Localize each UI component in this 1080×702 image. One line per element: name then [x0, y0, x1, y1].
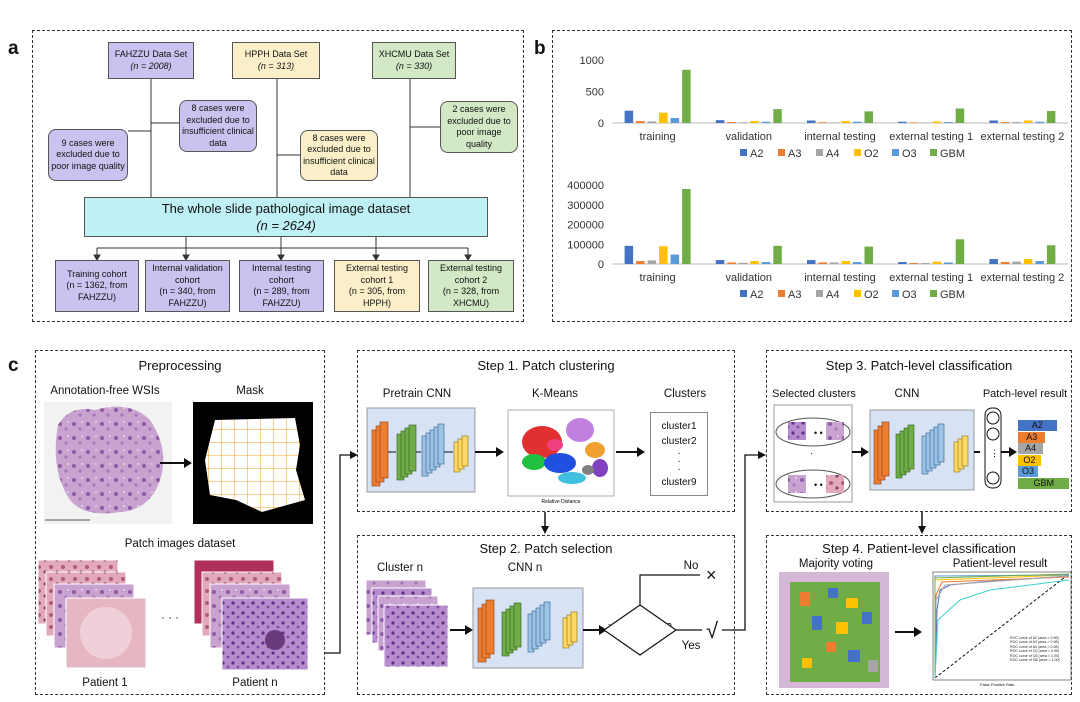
- panel-a-frame: [32, 30, 524, 322]
- cohort-line: Internal validation cohort: [152, 263, 223, 285]
- source-count: (n = 313): [257, 60, 295, 71]
- patch-result-bar: GBM: [1018, 477, 1070, 489]
- panel-b-frame: [552, 30, 1072, 322]
- step2-frame: [357, 535, 735, 695]
- panel-c-label: c: [8, 355, 19, 376]
- exclusion-text: 2 cases were excluded due to poor image …: [447, 104, 511, 149]
- patient-1-label: Patient 1: [82, 677, 128, 689]
- cohort-box-internal-validation: Internal validation cohort (n = 340, fro…: [145, 260, 230, 312]
- exclusion-text: 9 cases were excluded due to poor image …: [51, 137, 125, 171]
- roc-legend-item: ROC curve of GB (area = 1.00): [1010, 658, 1060, 663]
- cluster-item: cluster1: [661, 421, 697, 432]
- patch-result-label: Patch-level result: [982, 388, 1068, 400]
- cohort-line: FAHZZU): [78, 291, 116, 302]
- step4-title: Step 4. Patient-level classification: [822, 541, 1016, 556]
- cnn-n-label: CNN n: [507, 562, 543, 574]
- cohort-box-external-testing-1: External testing cohort 1 (n = 305, from…: [334, 260, 420, 312]
- step2-title: Step 2. Patch selection: [479, 541, 613, 556]
- main-dataset-count: (n = 2624): [256, 218, 316, 233]
- decision-yes-label: Yes: [681, 640, 701, 652]
- roc-legend-item: ROC curve of O2 (area = 0.99): [1010, 649, 1060, 654]
- cluster-n-label: Cluster n: [376, 562, 424, 574]
- source-name: FAHZZU Data Set: [114, 49, 188, 59]
- patch-result-bar: O2: [1018, 454, 1041, 466]
- exclusion-box-2: 8 cases were excluded due to insufficien…: [179, 100, 257, 152]
- cohort-line: (n = 340, from: [159, 286, 216, 296]
- reject-mark: ×: [706, 565, 717, 585]
- roc-legend: ROC curve of A2 (area = 0.96)ROC curve o…: [1010, 636, 1060, 662]
- cohort-line: External testing cohort 2: [439, 263, 503, 285]
- panel-a-label: a: [8, 38, 19, 59]
- patch-result-bar: O3: [1018, 466, 1039, 477]
- main-dataset-title: The whole slide pathological image datas…: [161, 201, 411, 216]
- step1-frame: [357, 350, 735, 512]
- cluster-list: cluster1 cluster2 ··· cluster9: [650, 412, 708, 496]
- clusters-label: Clusters: [663, 388, 707, 400]
- cohort-line: (n = 328, from: [442, 286, 500, 296]
- roc-legend-item: ROC curve of O3 (area = 1.00): [1010, 653, 1060, 658]
- roc-legend-item: ROC curve of A3 (area = 0.98): [1010, 640, 1059, 645]
- main-dataset-box: The whole slide pathological image datas…: [84, 197, 488, 237]
- source-box-fahzzu: FAHZZU Data Set (n = 2008): [108, 42, 194, 79]
- cohort-line: FAHZZU): [168, 297, 207, 308]
- roc-x-label: False Positive Rate: [980, 682, 1015, 687]
- cohort-line: (n = 289, from: [253, 286, 310, 296]
- source-name: XHCMU Data Set: [378, 49, 450, 59]
- patch-result-bar: A4: [1018, 443, 1044, 454]
- source-count: (n = 2008): [130, 60, 172, 71]
- preprocessing-frame: [35, 350, 325, 695]
- cnn-label: CNN: [894, 388, 920, 400]
- preprocessing-title: Preprocessing: [138, 358, 222, 373]
- cluster-item: cluster9: [661, 477, 697, 488]
- panel-b-label: b: [534, 38, 546, 59]
- source-box-xhcmu: XHCMU Data Set (n = 330): [372, 42, 456, 79]
- accept-mark: √: [706, 618, 719, 643]
- majority-voting-label: Majority voting: [798, 558, 874, 570]
- patients-ellipsis: · · ·: [161, 612, 179, 624]
- exclusion-text: 8 cases were excluded due to insufficien…: [303, 132, 375, 178]
- cohort-line: FAHZZU): [262, 297, 301, 308]
- decision-label: > benchmark?: [608, 622, 672, 633]
- step3-frame: [766, 350, 1072, 512]
- patient-result-label: Patient-level result: [952, 558, 1048, 570]
- selected-cluster-b: cluster7: [802, 460, 838, 471]
- patch-result-bar: A2: [1018, 420, 1057, 431]
- step1-title: Step 1. Patch clustering: [477, 358, 615, 373]
- exclusion-text: 8 cases were excluded due to insufficien…: [182, 103, 254, 148]
- cohort-box-external-testing-2: External testing cohort 2 (n = 328, from…: [428, 260, 514, 312]
- cluster-item: cluster2: [661, 436, 697, 447]
- source-name: HPPH Data Set: [244, 49, 308, 59]
- patient-n-label: Patient n: [232, 677, 278, 689]
- selected-cluster-a: cluster2: [802, 408, 838, 419]
- exclusion-box-4: 2 cases were excluded due to poor image …: [440, 101, 518, 153]
- cohort-line: (n = 1362, from: [66, 280, 128, 291]
- mask-label: Mask: [236, 385, 264, 397]
- roc-legend-item: ROC curve of A2 (area = 0.96): [1010, 636, 1059, 640]
- cohort-line: External testing cohort 1: [345, 263, 409, 285]
- cohort-box-internal-testing: Internal testing cohort (n = 289, from F…: [239, 260, 324, 312]
- roc-legend-item: ROC curve of A4 (area = 0.98): [1010, 644, 1059, 649]
- patch-dataset-label: Patch images dataset: [124, 538, 236, 550]
- selected-clusters-label: Selected clusters: [772, 388, 856, 400]
- cohort-line: XHCMU): [453, 297, 489, 308]
- decision-no-label: No: [683, 560, 699, 572]
- pretrain-cnn-label: Pretrain CNN: [382, 388, 452, 400]
- patch-result-bar: A3: [1018, 431, 1046, 443]
- cohort-line: (n = 305, from HPPH): [348, 286, 406, 308]
- kmeans-label: K-Means: [531, 388, 579, 400]
- cohort-box-training: Training cohort (n = 1362, from FAHZZU): [55, 260, 139, 312]
- cohort-line: Internal testing cohort: [251, 263, 312, 285]
- step3-title: Step 3. Patch-level classification: [825, 358, 1013, 373]
- cohort-line: Training cohort: [67, 268, 127, 279]
- source-count: (n = 330): [395, 60, 433, 71]
- source-box-hpph: HPPH Data Set (n = 313): [232, 42, 320, 79]
- exclusion-box-1: 9 cases were excluded due to poor image …: [48, 129, 128, 181]
- exclusion-box-3: 8 cases were excluded due to insufficien…: [300, 130, 378, 181]
- wsi-label: Annotation-free WSIs: [50, 385, 160, 397]
- step4-frame: [766, 535, 1072, 695]
